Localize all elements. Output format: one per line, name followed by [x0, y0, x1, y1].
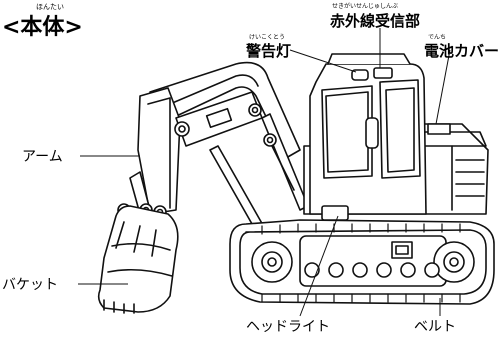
battery-cover-ruby: でんち: [428, 34, 446, 41]
headlight-label: ヘッドライト: [246, 319, 330, 335]
warning-light-ruby: けいこくとう: [249, 34, 285, 41]
battery-cover: [427, 123, 451, 135]
bucket: [97, 205, 179, 313]
warning-light: [351, 69, 369, 81]
belt-label: ベルト: [414, 319, 456, 335]
excavator-illustration: [97, 53, 495, 314]
ir-receiver-label: 赤外線受信部: [330, 12, 420, 30]
ir-receiver-ruby: せきがいせんじゅしんぶ: [332, 2, 398, 10]
title-ruby: ほんたい: [36, 3, 64, 11]
ir-receiver: [373, 67, 393, 79]
title: <本体>: [2, 15, 83, 40]
bucket-label: バケット: [2, 277, 58, 293]
warning-light-label: 警告灯: [245, 42, 291, 60]
callout-lines: [78, 28, 451, 317]
headlight: [321, 205, 349, 221]
battery-cover-label: 電池カバー: [424, 42, 499, 60]
arm-label: アーム: [22, 149, 63, 165]
